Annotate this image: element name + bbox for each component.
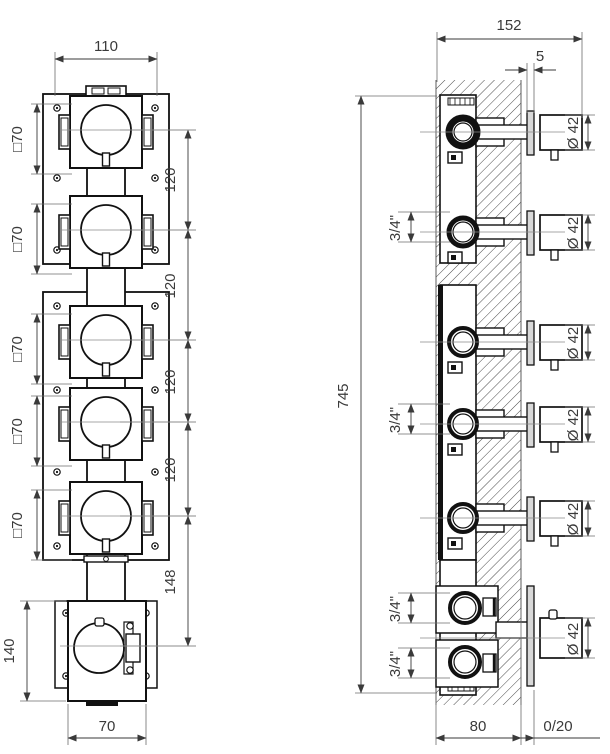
dim-label-dia42-4: Ø 42 (565, 409, 582, 442)
dim-overall-width-110: 110 (54, 38, 158, 96)
dim-tile-allowance-020: 0/20 (521, 690, 600, 745)
valve-body-3 (58, 305, 154, 379)
dim-square-70-2: □70 (9, 203, 72, 275)
dim-port-2: 3/4" (387, 403, 450, 435)
dim-port-3: 3/4" (387, 592, 450, 624)
dim-label-square70-3: □70 (9, 336, 26, 362)
dim-port-1: 3/4" (387, 211, 450, 243)
dim-label-square70-2: □70 (9, 226, 26, 252)
dim-depth-152: 152 (436, 17, 583, 118)
dim-label-120-3: 120 (162, 369, 179, 394)
dim-bottom-height-140: 140 (1, 600, 66, 702)
dim-port-4: 3/4" (387, 647, 450, 679)
dim-label-70: 70 (99, 718, 116, 735)
dim-label-152: 152 (496, 17, 521, 34)
dim-label-dia42-5: Ø 42 (565, 503, 582, 536)
wall-section-group: 152 5 745 Ø 42 Ø 42 (335, 17, 600, 745)
dim-handle-dia-4: Ø 42 (565, 406, 595, 443)
centre-lines (420, 131, 565, 639)
dim-label-745: 745 (335, 383, 352, 408)
dim-square-70-5: □70 (9, 489, 72, 561)
dim-label-110: 110 (94, 38, 118, 55)
dim-square-70-4: □70 (9, 395, 72, 467)
dim-escutcheon-5: 5 (505, 48, 556, 113)
dim-label-120-4: 120 (162, 457, 179, 482)
valve-body-5 (58, 481, 154, 555)
dim-label-120-1: 120 (162, 167, 179, 192)
dim-label-square70-5: □70 (9, 512, 26, 538)
dim-label-port-4: 3/4" (387, 651, 404, 677)
dim-label-square70-1: □70 (9, 126, 26, 152)
dim-label-dia42-3: Ø 42 (565, 327, 582, 360)
valve-body-1 (58, 95, 154, 169)
thermostatic-body-front (54, 600, 158, 706)
dim-total-height-745: 745 (335, 95, 437, 694)
dim-label-port-3: 3/4" (387, 596, 404, 622)
dim-square-70-3: □70 (9, 313, 72, 385)
dim-label-148: 148 (162, 569, 179, 594)
dim-label-120-2: 120 (162, 273, 179, 298)
dim-handle-dia-6: Ø 42 (565, 617, 595, 659)
dim-label-square70-4: □70 (9, 418, 26, 444)
dim-label-dia42-1: Ø 42 (565, 117, 582, 150)
dim-handle-dia-2: Ø 42 (565, 214, 595, 251)
dim-label-port-1: 3/4" (387, 215, 404, 241)
dim-square-70-1: □70 (9, 103, 72, 175)
valve-body-4 (58, 387, 154, 461)
valve-body-2 (58, 195, 154, 269)
dim-handle-dia-3: Ø 42 (565, 324, 595, 361)
dim-handle-dia-5: Ø 42 (565, 500, 595, 537)
dim-label-dia42-6: Ø 42 (565, 623, 582, 656)
dim-label-dia42-2: Ø 42 (565, 217, 582, 250)
dim-label-5: 5 (536, 48, 544, 65)
dim-label-port-2: 3/4" (387, 407, 404, 433)
dim-label-140: 140 (1, 638, 18, 663)
front-centre-lines (60, 129, 196, 647)
dim-bottom-width-70: 70 (67, 704, 147, 745)
dim-handle-dia-1: Ø 42 (565, 114, 595, 151)
front-elevation-group: 110 70 □70 □70 □70 (1, 38, 196, 745)
dim-label-80: 80 (470, 718, 487, 735)
dim-label-020: 0/20 (543, 718, 572, 735)
thermostatic-section (435, 585, 583, 688)
dim-wall-thickness-80: 80 (435, 610, 522, 745)
